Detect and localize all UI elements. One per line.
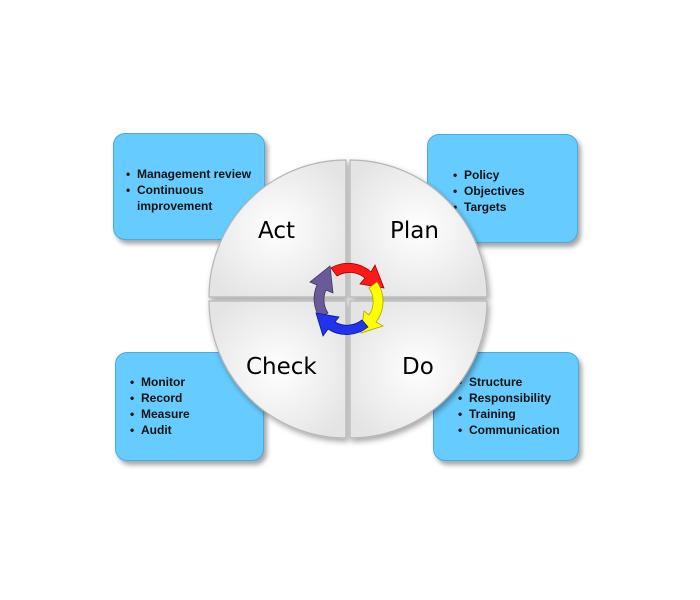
act-item-management-review: Management review bbox=[126, 166, 251, 182]
check-item-audit: Audit bbox=[130, 422, 190, 438]
act-label: Act bbox=[258, 218, 295, 244]
plan-info-box: Policy Objectives Targets bbox=[427, 134, 578, 243]
act-info-box: Management review Continuous improvement bbox=[113, 133, 265, 240]
do-label: Do bbox=[402, 354, 434, 380]
plan-item-targets: Targets bbox=[453, 199, 525, 215]
do-item-list: Structure Responsibility Training Commun… bbox=[458, 374, 560, 438]
plan-cycle-arrow bbox=[330, 262, 385, 289]
act-item-improvement: improvement bbox=[137, 199, 213, 213]
check-quadrant bbox=[208, 300, 347, 439]
plan-label: Plan bbox=[390, 218, 439, 244]
do-item-communication: Communication bbox=[458, 422, 560, 438]
act-item-list: Management review Continuous improvement bbox=[126, 166, 251, 214]
act-item-continuous: Continuous bbox=[126, 182, 251, 198]
plan-item-list: Policy Objectives Targets bbox=[453, 167, 525, 215]
check-item-record: Record bbox=[130, 390, 190, 406]
do-cycle-arrow bbox=[360, 281, 384, 334]
check-item-measure: Measure bbox=[130, 406, 190, 422]
check-item-list: Monitor Record Measure Audit bbox=[130, 374, 190, 438]
do-quadrant bbox=[349, 300, 488, 439]
act-cycle-arrow bbox=[309, 265, 334, 319]
check-item-monitor: Monitor bbox=[130, 374, 190, 390]
check-cycle-arrow bbox=[315, 312, 369, 337]
do-item-responsibility: Responsibility bbox=[458, 390, 560, 406]
plan-item-objectives: Objectives bbox=[453, 183, 525, 199]
plan-quadrant bbox=[349, 159, 488, 298]
check-label: Check bbox=[246, 354, 317, 380]
plan-item-policy: Policy bbox=[453, 167, 525, 183]
act-quadrant bbox=[208, 159, 347, 298]
do-item-training: Training bbox=[458, 406, 560, 422]
check-info-box: Monitor Record Measure Audit bbox=[115, 352, 264, 461]
